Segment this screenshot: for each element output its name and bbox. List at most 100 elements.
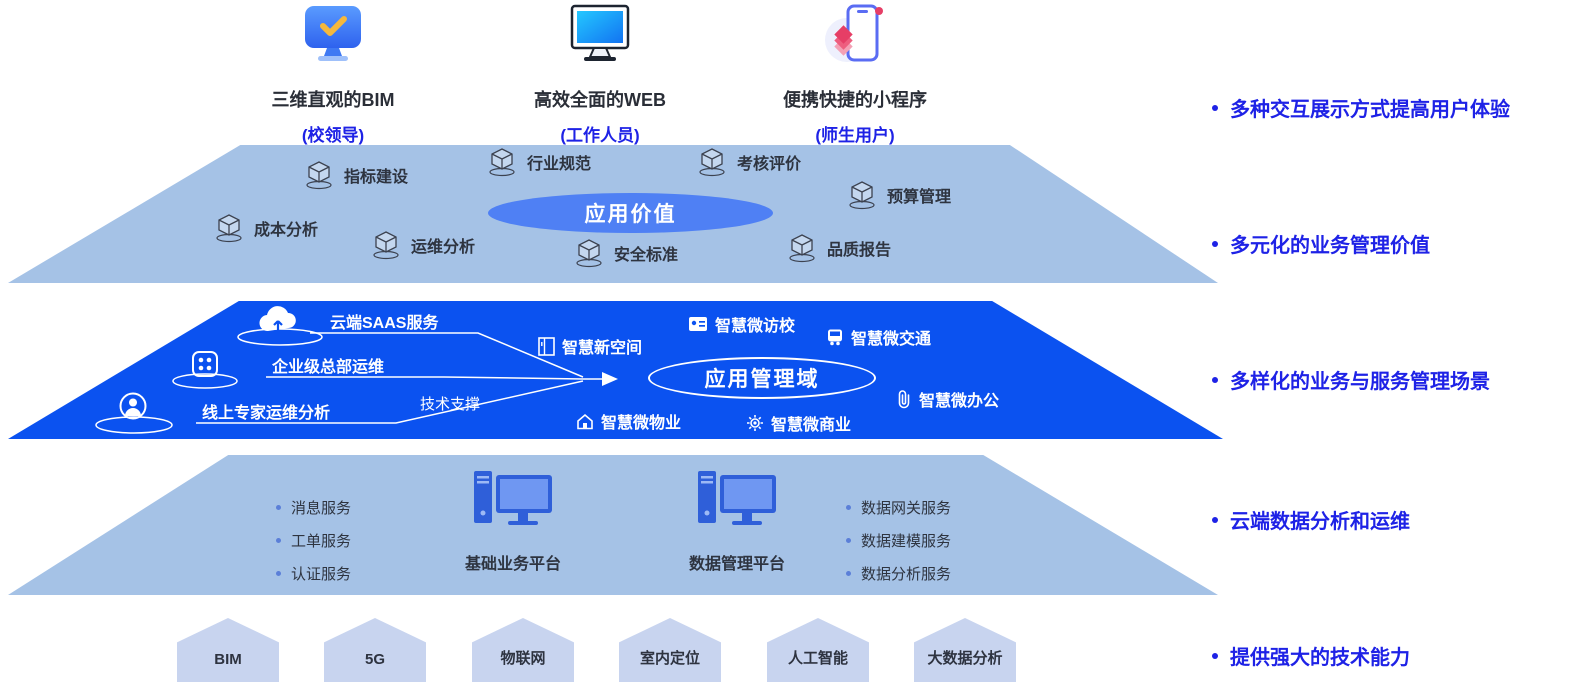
side-note-label: 多样化的业务与服务管理场景 <box>1230 371 1490 393</box>
left-service-list: 消息服务 工单服务 认证服务 <box>276 497 351 584</box>
client-title: 三维直观的BIM <box>271 90 395 110</box>
bullet-dot <box>846 571 851 576</box>
cube-icon <box>699 148 725 177</box>
cube-icon <box>849 181 875 210</box>
value-item-label: 预算管理 <box>887 189 952 206</box>
client-title: 高效全面的WEB <box>534 90 666 110</box>
bim-monitor-icon <box>248 4 418 68</box>
tech-chip-ai: 人工智能 <box>767 618 869 682</box>
management-right-label: 智慧微交通 <box>851 331 932 348</box>
right-service-list: 数据网关服务 数据建模服务 数据分析服务 <box>846 497 951 584</box>
value-item-label: 指标建设 <box>344 169 409 186</box>
service-label: 数据分析服务 <box>861 566 952 583</box>
value-item: 考核评价 <box>696 147 801 177</box>
service-item: 数据网关服务 <box>846 497 951 518</box>
value-item-label: 品质报告 <box>827 242 892 259</box>
bullet-dot <box>1212 376 1218 383</box>
value-item: 安全标准 <box>573 238 678 268</box>
service-item: 消息服务 <box>276 497 351 518</box>
tech-chip-label: 室内定位 <box>639 650 700 667</box>
service-label: 数据建模服务 <box>861 533 952 550</box>
cube-icon <box>216 214 242 243</box>
value-center-label: 应用价值 <box>584 203 677 226</box>
management-right-item: 智慧微商业 <box>746 411 851 435</box>
management-right-item: 智慧微物业 <box>576 409 681 433</box>
cube-icon <box>373 231 399 260</box>
bullet-dot <box>276 538 281 543</box>
enterprise-grid-icon <box>190 349 220 384</box>
value-item: 成本分析 <box>213 213 318 243</box>
service-item: 数据分析服务 <box>846 563 951 584</box>
bullet-dot <box>1212 652 1218 659</box>
side-note-experience: 多种交互展示方式提高用户体验 <box>1212 93 1510 122</box>
service-item: 数据建模服务 <box>846 530 951 551</box>
tech-chip-label: 人工智能 <box>787 650 848 667</box>
management-right-item: 智慧微办公 <box>896 387 999 411</box>
value-item: 运维分析 <box>370 230 475 260</box>
space-building-icon <box>538 336 555 356</box>
management-center-ellipse: 应用管理域 <box>648 357 876 399</box>
bullet-dot <box>1212 240 1218 247</box>
side-note-label: 提供强大的技术能力 <box>1230 647 1410 669</box>
cube-icon <box>789 234 815 263</box>
value-item: 预算管理 <box>846 180 951 210</box>
service-label: 消息服务 <box>291 500 352 517</box>
client-miniprogram: 便携快捷的小程序 (师生用户) <box>770 4 940 146</box>
client-title: 便携快捷的小程序 <box>783 90 927 110</box>
side-note-value: 多元化的业务管理价值 <box>1212 229 1430 258</box>
platform-label: 数据管理平台 <box>688 556 785 573</box>
platform-data-management: 数据管理平台 <box>642 467 832 574</box>
service-label: 数据网关服务 <box>861 500 952 517</box>
tech-chip-iot: 物联网 <box>472 618 574 682</box>
side-note-cloud: 云端数据分析和运维 <box>1212 505 1410 534</box>
client-web: 高效全面的WEB (工作人员) <box>515 4 685 146</box>
platform-label: 基础业务平台 <box>464 556 561 573</box>
bullet-dot <box>846 505 851 510</box>
tech-chip-label: 5G <box>364 651 385 668</box>
management-right-item: 智慧微访校 <box>688 312 795 336</box>
tech-chip-5g: 5G <box>324 618 426 682</box>
tech-chip-label: 物联网 <box>500 650 546 667</box>
support-arrow-lines <box>95 328 618 434</box>
server-workstation-icon <box>474 471 552 525</box>
tech-chip-indoor-positioning: 室内定位 <box>619 618 721 682</box>
side-note-scenarios: 多样化的业务与服务管理场景 <box>1212 365 1490 394</box>
service-label: 认证服务 <box>291 566 352 583</box>
management-right-item: 智慧微交通 <box>826 325 931 349</box>
tech-chip-bigdata: 大数据分析 <box>914 618 1016 682</box>
tech-chip-bim: BIM <box>177 618 279 682</box>
value-item-label: 考核评价 <box>737 156 802 173</box>
server-workstation-icon <box>698 471 776 525</box>
management-center-label: 应用管理域 <box>704 368 820 391</box>
expert-person-icon <box>116 391 150 428</box>
platform-layer: 消息服务 工单服务 认证服务 基础业务平台 <box>8 455 1218 595</box>
value-item: 指标建设 <box>303 160 408 190</box>
management-right-label: 智慧微访校 <box>715 318 796 335</box>
tech-chip-label: 大数据分析 <box>927 650 1003 667</box>
value-center-ellipse: 应用价值 <box>488 193 773 233</box>
value-layer: 指标建设 行业规范 考核评价 成本分析 运维分析 安全标准 预算管理 品质报告 <box>8 145 1218 283</box>
platform-base-business: 基础业务平台 <box>418 467 608 574</box>
management-left-item: 企业级总部运维 <box>272 359 385 376</box>
management-right-item: 智慧新空间 <box>538 334 642 358</box>
management-right-label: 智慧微商业 <box>771 417 852 434</box>
side-note-label: 多元化的业务管理价值 <box>1230 235 1430 257</box>
management-right-label: 智慧微办公 <box>919 393 1000 410</box>
house-icon <box>577 413 593 429</box>
miniprogram-phone-icon <box>770 4 940 68</box>
management-right-label: 智慧新空间 <box>562 340 643 357</box>
value-item-label: 安全标准 <box>614 247 679 264</box>
value-item: 行业规范 <box>486 147 591 177</box>
cube-icon <box>489 148 515 177</box>
cloud-saas-icon <box>256 305 302 340</box>
bullet-dot <box>1212 104 1218 111</box>
service-item: 工单服务 <box>276 530 351 551</box>
value-item: 品质报告 <box>786 233 891 263</box>
service-label: 工单服务 <box>291 533 352 550</box>
tech-chip-label: BIM <box>214 651 242 668</box>
management-layer: 云端SAAS服务 企业级总部运维 线上专家运维分析 技术支撑 应用管理域 智慧新… <box>8 301 1223 439</box>
support-label: 技术支撑 <box>420 396 481 413</box>
cube-icon <box>576 239 602 268</box>
bullet-dot <box>276 505 281 510</box>
